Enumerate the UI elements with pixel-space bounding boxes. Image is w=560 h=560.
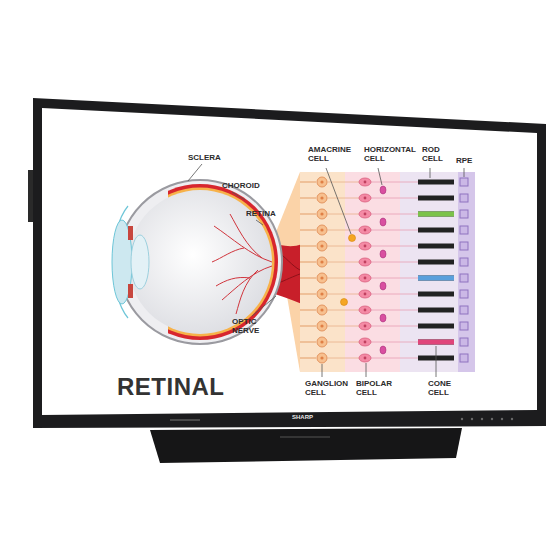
sound-bar xyxy=(150,428,462,463)
cell-label: BIPOLAR CELL xyxy=(356,380,396,398)
cell-label: AMACRINE CELL xyxy=(308,146,354,164)
screen-title: RETINAL xyxy=(117,374,225,400)
cell-label: GANGLION CELL xyxy=(305,380,349,398)
leader-lines xyxy=(188,164,464,377)
part-label: CHOROID xyxy=(222,182,260,191)
brand-logo: SHARP xyxy=(292,414,313,421)
monitor-bezel xyxy=(33,98,546,428)
eye-figure xyxy=(112,180,282,344)
retina-layers xyxy=(300,172,475,372)
cell-label: ROD CELL xyxy=(422,146,452,164)
part-label: RETINA xyxy=(246,210,276,219)
part-label: OPTIC NERVE xyxy=(232,318,266,336)
cell-label: RPE xyxy=(456,157,472,166)
cell-label: HORIZONTAL CELL xyxy=(364,146,420,164)
side-button xyxy=(28,170,33,222)
cell-label: CONE CELL xyxy=(428,380,458,398)
part-label: SCLERA xyxy=(188,154,221,163)
bezel-buttons xyxy=(170,418,513,421)
screen xyxy=(42,108,537,415)
sound-bar-trim xyxy=(280,437,330,438)
